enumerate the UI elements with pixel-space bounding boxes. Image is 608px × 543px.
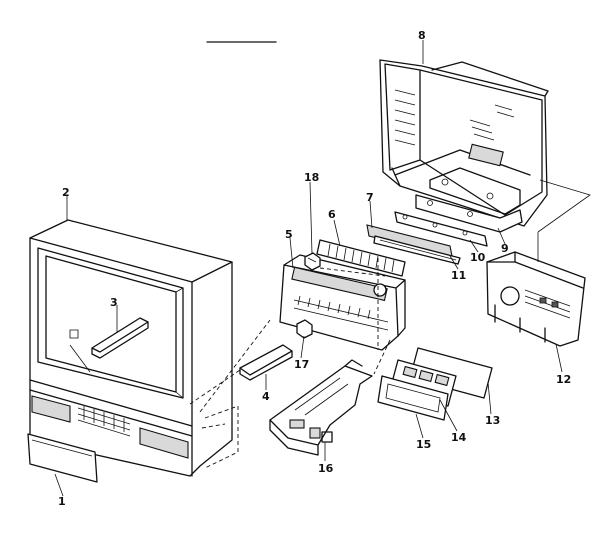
- leader-lines: [54, 40, 563, 497]
- part-8-rear-cabinet: [379, 59, 549, 227]
- part-10-rail: [394, 211, 488, 247]
- part-9-bracket: [415, 194, 523, 233]
- part-4-handle: [239, 344, 293, 381]
- callout-labels: 1 2 3 4 5 6 7 8 9 10 11 12 13 14 15 16 1…: [58, 29, 571, 508]
- assembly-lines: [189, 179, 591, 469]
- part-18-knob: [304, 252, 321, 271]
- part-15-frame: [377, 375, 449, 421]
- callout-9: 9: [501, 242, 509, 255]
- part-11-strip: [373, 235, 461, 265]
- part-1-door: [27, 433, 98, 483]
- part-16-tray: [269, 359, 373, 456]
- callout-11: 11: [451, 269, 466, 282]
- callout-1: 1: [58, 495, 66, 508]
- part-12-circuit-box: [486, 251, 586, 347]
- callout-12: 12: [556, 373, 571, 386]
- part-6-keypad-strip: [316, 239, 406, 277]
- callout-15: 15: [416, 438, 431, 451]
- callout-16: 16: [318, 462, 334, 475]
- callout-7: 7: [366, 191, 374, 204]
- callout-17: 17: [294, 358, 309, 371]
- callout-10: 10: [470, 251, 486, 264]
- part-3-bracket: [91, 317, 149, 359]
- part-17-knob: [296, 319, 313, 339]
- callout-2: 2: [62, 186, 70, 199]
- callout-3: 3: [110, 296, 118, 309]
- callout-14: 14: [451, 431, 467, 444]
- callout-8: 8: [418, 29, 426, 42]
- callout-5: 5: [285, 228, 293, 241]
- callout-18: 18: [304, 171, 319, 184]
- callout-6: 6: [328, 208, 336, 221]
- callout-4: 4: [262, 390, 270, 403]
- part-2-front-cabinet: [29, 219, 233, 477]
- callout-13: 13: [485, 414, 500, 427]
